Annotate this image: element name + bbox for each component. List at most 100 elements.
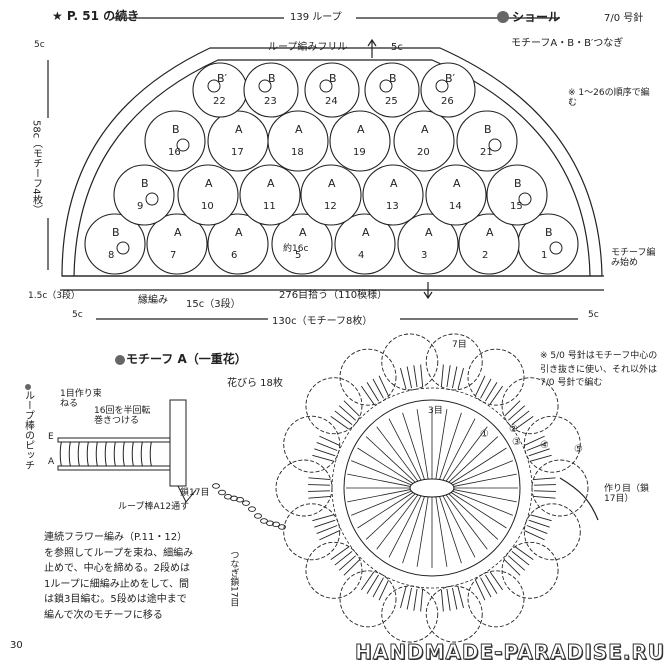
shawl-loop-edge: ループ編みフリル — [268, 42, 348, 53]
motif-number: 18 — [291, 147, 304, 158]
motif-circle: B1 — [517, 213, 579, 275]
motif-circle: A10 — [177, 164, 239, 226]
petal-stitch — [360, 571, 375, 591]
motif-type: A — [267, 177, 275, 190]
motif-hole — [518, 192, 532, 206]
loop-spoke — [445, 494, 488, 550]
petal-arc — [467, 348, 525, 406]
joining-chain — [212, 483, 286, 530]
petal-stitch — [319, 530, 340, 541]
motif-ring — [329, 110, 391, 172]
motif-type: A — [235, 123, 243, 136]
petal-stitch — [334, 551, 353, 566]
chain-stitch — [254, 513, 262, 519]
petal-arc — [425, 585, 483, 643]
petal-stitch — [489, 571, 504, 591]
stick-bar-bottom — [57, 465, 171, 471]
motif-type: A — [390, 177, 398, 190]
motif-circle: A17 — [207, 110, 269, 172]
petal-arc — [501, 541, 559, 599]
loop — [149, 437, 155, 471]
hook-note: ※ 5/0 号針はモチーフ中心の引き抜きに使い、それ以外は 7/0 号針で編む — [540, 351, 658, 388]
motif-type: B — [172, 123, 180, 136]
loop-spoke — [448, 436, 499, 483]
petal-stitch — [475, 580, 486, 601]
shawl-bottom-right-margin: 5c — [588, 310, 599, 320]
petal-stitch — [360, 385, 375, 405]
petal-stitch — [366, 574, 379, 594]
petal-stitch — [485, 382, 498, 402]
motif-type: B — [545, 226, 553, 239]
motif-type: A — [357, 123, 365, 136]
loop-spoke — [357, 447, 414, 484]
motif-hole — [116, 241, 130, 255]
loop-spoke — [365, 436, 416, 483]
loop-spoke — [351, 460, 412, 486]
loop-spoke — [347, 489, 411, 503]
motif-number: 12 — [324, 201, 337, 212]
loop — [77, 437, 83, 471]
motif-ring — [304, 62, 360, 118]
loop-spoke — [402, 412, 425, 480]
loop-spoke — [388, 495, 422, 558]
petal-stitch — [308, 495, 331, 499]
loop-spoke — [376, 494, 419, 550]
loop — [86, 437, 92, 471]
petal-stitch — [526, 441, 548, 451]
motif-circle: A 12 — [300, 164, 362, 226]
chain-stitch — [242, 500, 250, 506]
motif-type: A — [205, 177, 213, 190]
motif-circle: A4 — [334, 213, 396, 275]
motif-type: A — [174, 226, 182, 239]
loop-spoke — [388, 418, 422, 481]
motif-number: 3 — [421, 250, 427, 261]
motif-hole — [379, 79, 393, 93]
motif-ring — [458, 213, 520, 275]
motif-ring — [486, 164, 548, 226]
petal-stitch — [406, 587, 412, 610]
motif-circle: A6 — [207, 213, 269, 275]
motif-circle: B25 — [364, 62, 420, 118]
petal-arc — [523, 415, 581, 473]
motif-ring — [425, 164, 487, 226]
petal-stitch — [366, 382, 379, 402]
motif-type: A — [295, 123, 303, 136]
petal-stitch — [533, 495, 556, 499]
loop-spoke — [450, 492, 507, 529]
loop-stick-diagram — [57, 399, 197, 503]
petal-stitch — [372, 577, 384, 598]
motif-circle: A 18 — [267, 110, 329, 172]
loop-spoke — [365, 493, 416, 540]
motif-ring — [207, 213, 269, 275]
round-number: ④ — [540, 440, 549, 451]
petal-stitch — [452, 366, 458, 389]
petal-stitch — [316, 441, 338, 451]
petal-stitch — [420, 364, 424, 387]
loop-spoke — [402, 496, 425, 564]
start-tail — [559, 477, 599, 521]
motif-type: A — [328, 177, 336, 190]
loop — [59, 437, 65, 471]
motif-a-petals: 花びら 18枚 — [227, 378, 283, 389]
petal-stitch — [406, 366, 412, 389]
shawl-pickup-label: 276目拾う（110模様） — [279, 290, 388, 301]
motif-circle: A7 — [146, 213, 208, 275]
center-ring — [409, 478, 455, 498]
petal-stitch — [372, 378, 384, 399]
loop — [104, 437, 110, 471]
petal-arc — [275, 459, 333, 517]
petal-stitch — [378, 580, 389, 601]
round-label-7: 7目 — [452, 340, 467, 350]
petal-stitch — [446, 365, 451, 388]
motif-type: A — [299, 226, 307, 239]
petal-stitch — [343, 559, 360, 576]
petal-arc — [523, 503, 581, 561]
petal-arc — [501, 377, 559, 435]
motif-type: A — [453, 177, 461, 190]
loop — [131, 437, 137, 471]
motif-type: B — [389, 72, 397, 85]
round-number: ③ — [512, 437, 521, 448]
petal-stitch — [312, 454, 334, 462]
motif-ring — [362, 164, 424, 226]
